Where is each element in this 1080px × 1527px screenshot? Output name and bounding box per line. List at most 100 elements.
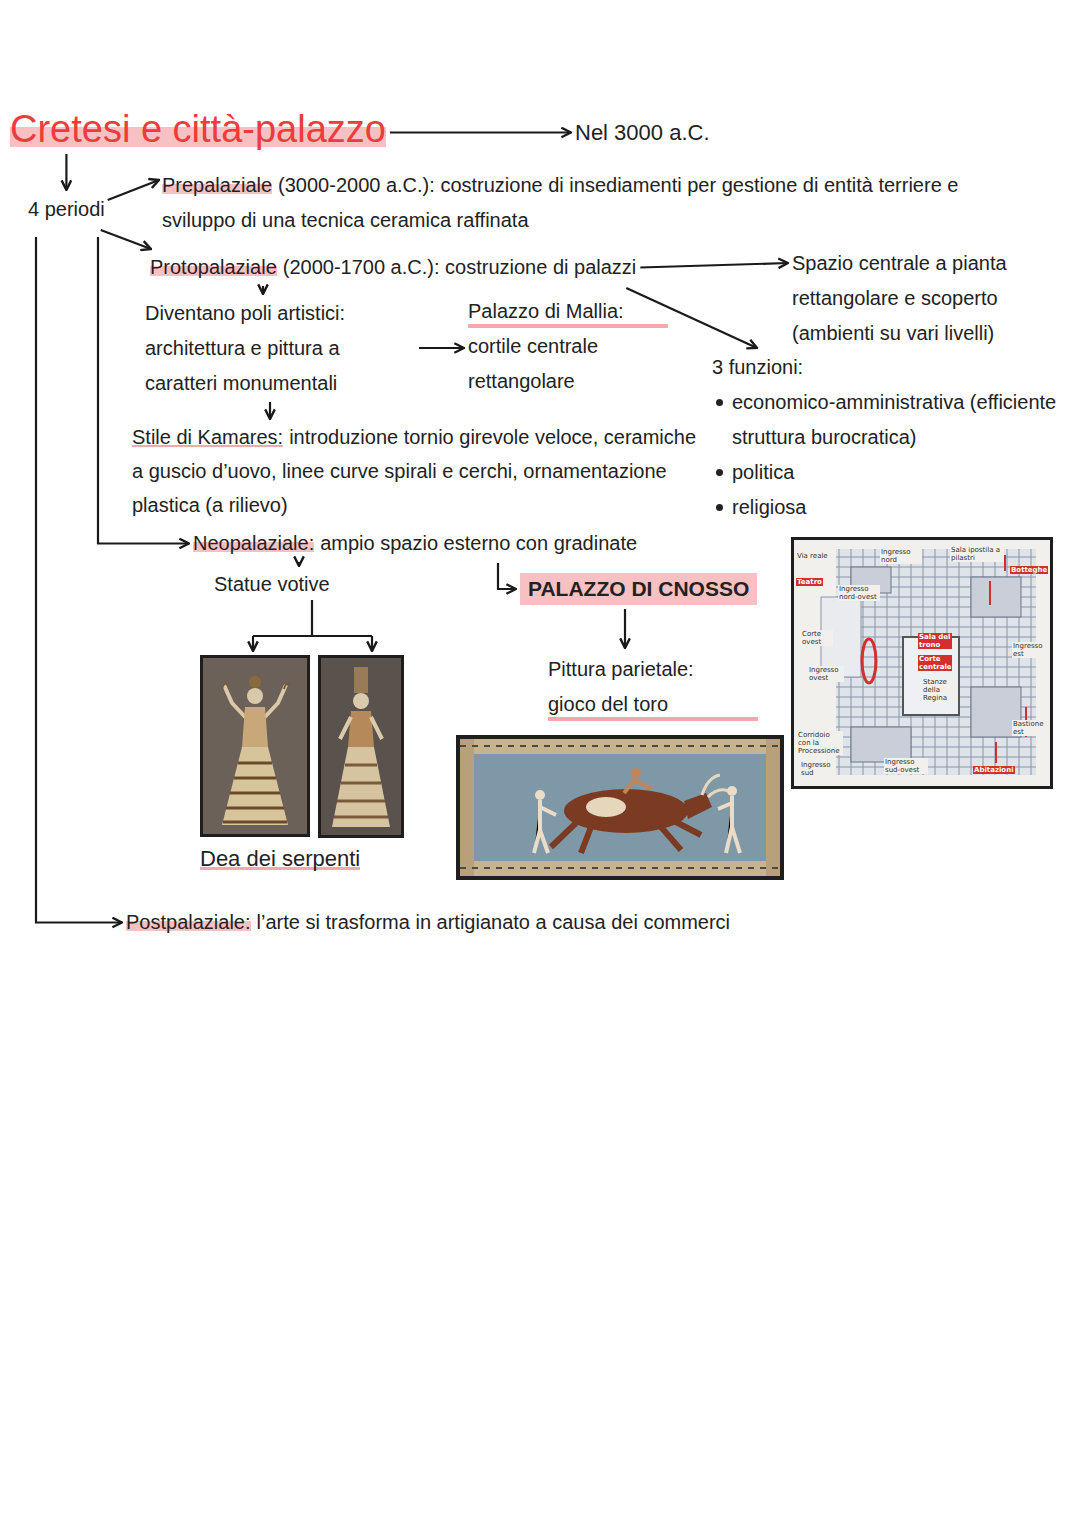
illustration-part	[460, 739, 474, 876]
plan-label: Via reale	[796, 552, 829, 560]
branch-node: 4 periodi	[28, 192, 105, 227]
plan-label: Bastione est	[1012, 720, 1048, 736]
period-node: Neopalaziale:ampio spazio esterno con gr…	[193, 526, 753, 561]
bullet-item: economico-amministrativa (efficiente str…	[712, 385, 1074, 455]
illustration-part	[354, 667, 368, 693]
illustration-part	[242, 707, 268, 747]
node-heading: Palazzo di Mallia:	[468, 294, 668, 329]
plan-label: Abitazioni	[973, 766, 1015, 774]
plan-label: Stanze della Regina	[922, 678, 956, 702]
node-heading: Postpalaziale:	[126, 911, 251, 933]
illustration-part	[224, 685, 247, 719]
node-heading: Statue votive	[214, 573, 330, 595]
connector-arrow	[36, 237, 122, 923]
illustration-part	[684, 793, 712, 819]
illustration-part	[249, 676, 261, 688]
illustration-part	[371, 636, 373, 651]
illustration-part	[203, 658, 307, 834]
plan-label: Sala ipostila a pilastri	[950, 546, 1004, 562]
node-text: l’arte si trasforma in artigianato a cau…	[257, 911, 731, 933]
connector-arrow	[498, 563, 516, 589]
illustration-part	[460, 746, 780, 868]
node-heading: Pittura parietale:	[548, 652, 758, 687]
illustration-part	[263, 685, 286, 719]
illustration-part	[718, 796, 740, 853]
illustration-part	[586, 797, 626, 817]
illustration-part	[222, 747, 288, 825]
connector-arrow	[298, 562, 300, 566]
note-node: Statue votive	[214, 567, 330, 602]
list-node: 3 funzioni:economico-amministrativa (eff…	[712, 350, 1074, 525]
illustration-part	[247, 688, 263, 704]
connector-arrow	[262, 286, 264, 294]
illustration-part	[200, 655, 310, 837]
illustration-part	[332, 747, 390, 827]
illustration-part	[456, 735, 784, 880]
plan-label: Botteghe	[1010, 566, 1048, 574]
illustration-part	[321, 658, 401, 835]
node-text: gioco del toro	[548, 687, 758, 722]
period-node: Protopalaziale (2000-1700 a.C.): costruzi…	[150, 250, 636, 285]
illustration-part	[551, 821, 701, 853]
note-node: Pittura parietale:gioco del toro	[548, 652, 758, 722]
node-text: cortile centrale rettangolare	[468, 329, 668, 399]
node-heading: 3 funzioni:	[712, 350, 1074, 385]
node-heading: Protopalaziale	[150, 256, 277, 278]
illustration-part	[535, 790, 545, 800]
note-node: Spazio centrale a pianta rettangolare e …	[792, 246, 1072, 351]
plan-label: Ingresso sud-ovest	[884, 758, 928, 774]
note-node: Palazzo di Mallia:cortile centrale retta…	[468, 294, 668, 399]
statue-photo	[318, 655, 404, 838]
plan-label: Corte centrale	[918, 655, 952, 671]
illustration-part	[791, 537, 1053, 789]
bullet-item: politica	[712, 455, 1074, 490]
plan-label: Corte ovest	[801, 630, 833, 646]
caption-node: Dea dei serpenti	[200, 841, 360, 876]
illustration-part	[766, 739, 780, 876]
connector-arrow	[624, 609, 626, 648]
node-heading: Diventano poli artistici: architettura e…	[145, 302, 345, 394]
node-heading: PALAZZO DI CNOSSO	[528, 577, 749, 600]
node-text: (2000-1700 a.C.): costruzione di palazzi	[283, 256, 637, 278]
connector-arrow	[101, 230, 151, 249]
illustration-part	[311, 600, 313, 636]
illustration-part	[534, 800, 556, 853]
plan-label: Ingresso ovest	[808, 666, 844, 682]
node-text: ampio spazio esterno con gradinate	[320, 532, 637, 554]
connector-arrow	[108, 180, 159, 200]
illustration-part	[253, 635, 372, 637]
illustration-part	[348, 711, 374, 747]
illustration-part	[624, 778, 652, 793]
highlight-box: PALAZZO DI CNOSSO	[520, 573, 757, 605]
illustration-part	[702, 775, 728, 797]
node-heading: Nel 3000 a.C.	[575, 120, 710, 145]
plan-label: Corridoio con la Processione	[797, 731, 843, 755]
illustration-part	[223, 763, 287, 822]
title-node: Cretesi e città-palazzo	[10, 106, 386, 152]
bullet-item: religiosa	[712, 490, 1074, 525]
plan-label: Teatro	[796, 578, 823, 586]
connector-arrow	[65, 154, 67, 190]
illustration-part	[794, 540, 1050, 786]
note-node: Diventano poli artistici: architettura e…	[145, 296, 415, 401]
date-node: Nel 3000 a.C.	[575, 115, 710, 150]
node-text: (3000-2000 a.C.): costruzione di insedia…	[162, 174, 958, 231]
illustration-part	[318, 655, 404, 838]
node-heading: Stile di Kamares:	[132, 426, 283, 448]
period-node: Prepalaziale(3000-2000 a.C.): costruzion…	[162, 168, 1012, 238]
illustration-part	[252, 636, 254, 651]
period-node: Postpalaziale: l’arte si trasforma in art…	[126, 905, 1046, 940]
illustration-part	[222, 684, 228, 689]
node-heading: Cretesi e città-palazzo	[10, 108, 386, 150]
fresco-photo	[456, 735, 784, 880]
illustration-part	[353, 693, 369, 709]
connector-arrow	[640, 263, 788, 268]
node-heading: Spazio centrale a pianta rettangolare e …	[792, 252, 1007, 344]
illustration-part	[727, 786, 737, 796]
statue-photo	[200, 655, 310, 837]
illustration-part	[971, 577, 1021, 617]
note-node: Stile di Kamares:introduzione tornio gir…	[132, 420, 707, 522]
node-heading: Dea dei serpenti	[200, 846, 360, 871]
illustration-part	[836, 549, 1036, 775]
